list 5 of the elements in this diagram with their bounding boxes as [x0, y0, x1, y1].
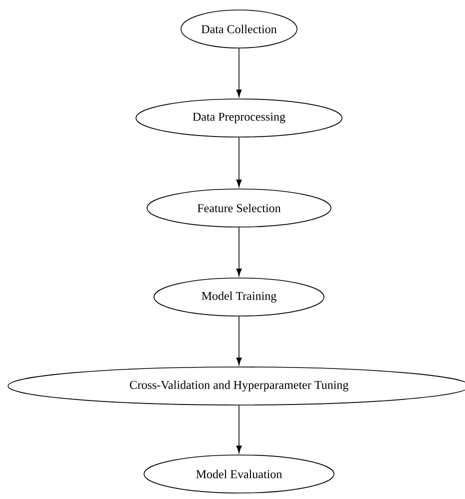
arrow: [236, 48, 242, 98]
arrow: [236, 137, 242, 188]
arrow: [236, 227, 242, 276]
arrow: [236, 316, 242, 366]
arrow: [236, 405, 242, 454]
